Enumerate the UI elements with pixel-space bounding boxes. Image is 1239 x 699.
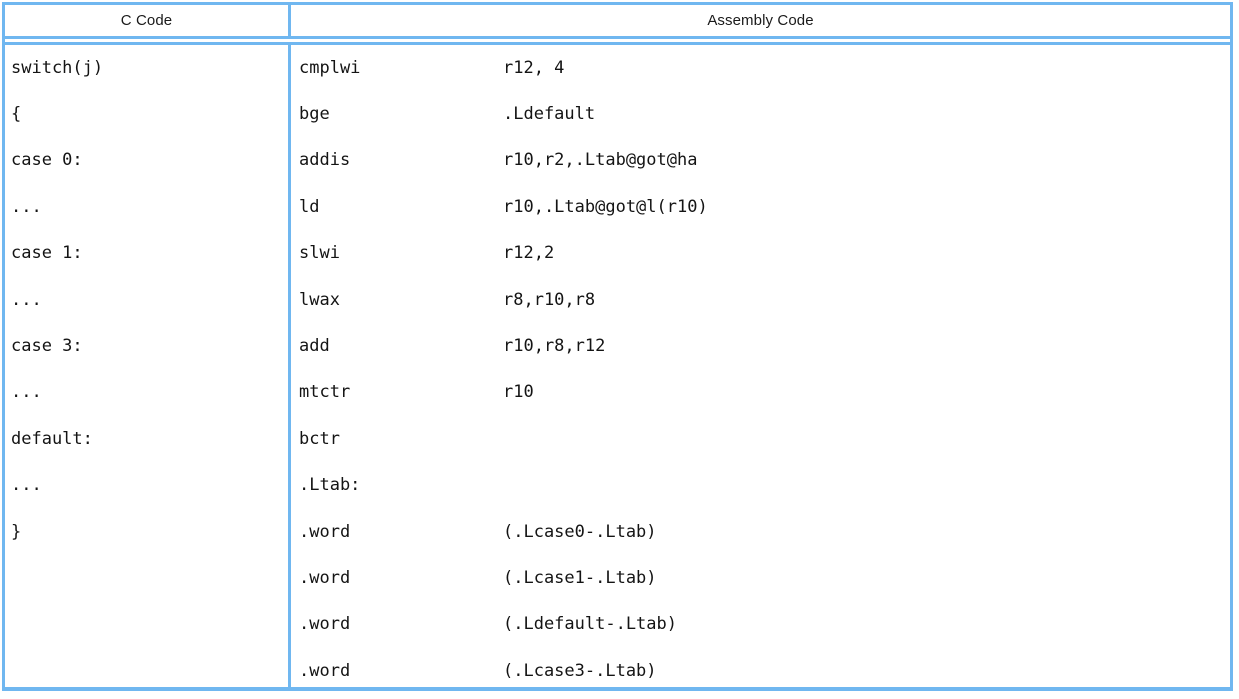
c-code-line: case 0: (11, 150, 83, 171)
assembly-mnemonic: mtctr (299, 382, 351, 403)
table-header-row: C Code Assembly Code (5, 5, 1230, 36)
assembly-code-line: add r10,r8,r12 (291, 323, 1230, 369)
c-code-line: ... (11, 289, 42, 310)
column-header-c-code: C Code (5, 5, 291, 36)
assembly-mnemonic: .word (299, 567, 351, 588)
assembly-mnemonic: cmplwi (299, 57, 361, 78)
assembly-operand: r12, 4 (503, 57, 565, 78)
assembly-mnemonic: bge (299, 104, 330, 125)
assembly-code-line: .word (.Lcase3-.Ltab) (291, 648, 1230, 694)
assembly-code-line: addis r10,r2,.Ltab@got@ha (291, 138, 1230, 184)
header-double-rule (5, 36, 1230, 45)
assembly-mnemonic: lwax (299, 289, 340, 310)
assembly-mnemonic: ld (299, 196, 320, 217)
assembly-mnemonic: .Ltab: (299, 475, 361, 496)
assembly-code-line: .Ltab: (291, 463, 1230, 509)
assembly-code-line: slwi r12,2 (291, 231, 1230, 277)
assembly-code-line: cmplwi r12, 4 (291, 45, 1230, 91)
assembly-operand: (.Lcase1-.Ltab) (503, 567, 657, 588)
c-code-line: default: (11, 428, 93, 449)
c-code-line: { (11, 104, 22, 125)
assembly-mnemonic: bctr (299, 428, 340, 449)
assembly-operand: (.Ldefault-.Ltab) (503, 614, 677, 635)
code-comparison-table: C Code Assembly Code switch(j) { case 0:..… (2, 2, 1233, 691)
assembly-code-column: cmplwi r12, 4 bge .Ldefault addis r10,r2,.Lta… (291, 45, 1230, 690)
assembly-code-line: lwax r8,r10,r8 (291, 277, 1230, 323)
assembly-operand: r10 (503, 382, 534, 403)
column-header-assembly-code: Assembly Code (707, 12, 814, 29)
assembly-mnemonic: slwi (299, 243, 340, 264)
assembly-code-line: .word (.Lcase0-.Ltab) (291, 509, 1230, 555)
c-code-column: switch(j) { case 0:... case 1:... case 3:...… (5, 45, 291, 690)
assembly-code-line: ld r10,.Ltab@got@l(r10) (291, 184, 1230, 230)
assembly-operand: r8,r10,r8 (503, 289, 596, 310)
assembly-operand: r12,2 (503, 243, 555, 264)
assembly-mnemonic: addis (299, 150, 351, 171)
c-code-line: } (11, 521, 22, 542)
assembly-mnemonic: .word (299, 614, 351, 635)
assembly-code-line: .word (.Lcase1-.Ltab) (291, 555, 1230, 601)
assembly-mnemonic: .word (299, 521, 351, 542)
assembly-code-line: bge .Ldefault (291, 91, 1230, 137)
assembly-operand: r10,.Ltab@got@l(r10) (503, 196, 708, 217)
c-code-line: case 3: (11, 336, 83, 357)
assembly-operand: (.Lcase0-.Ltab) (503, 521, 657, 542)
c-code-line: ... (11, 475, 42, 496)
assembly-operand: r10,r2,.Ltab@got@ha (503, 150, 698, 171)
c-code-line: case 1: (11, 243, 83, 264)
assembly-code-line: bctr (291, 416, 1230, 462)
assembly-mnemonic: .word (299, 660, 351, 681)
assembly-operand: r10,r8,r12 (503, 336, 606, 357)
assembly-operand: (.Lcase3-.Ltab) (503, 660, 657, 681)
table-body: switch(j) { case 0:... case 1:... case 3:...… (5, 45, 1230, 690)
assembly-code-line: mtctr r10 (291, 370, 1230, 416)
assembly-mnemonic: add (299, 336, 330, 357)
assembly-code-line: .word (.Ldefault-.Ltab) (291, 602, 1230, 648)
c-code-line: ... (11, 196, 42, 217)
c-code-line: switch(j) (11, 57, 104, 78)
c-code-line: ... (11, 382, 42, 403)
assembly-operand: .Ldefault (503, 104, 596, 125)
